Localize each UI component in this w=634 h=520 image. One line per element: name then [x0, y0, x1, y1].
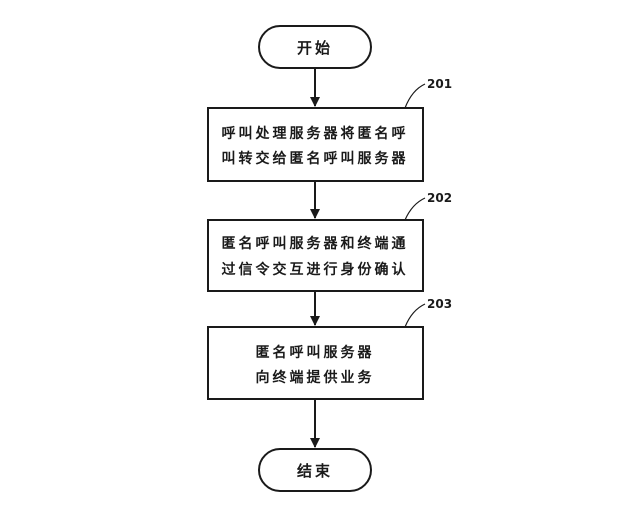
step-202-box	[207, 219, 424, 292]
step-203-line-2: 向终端提供业务	[256, 369, 375, 386]
step-202-number: 202	[427, 191, 452, 205]
step-201-leader	[404, 83, 426, 109]
step-201-number: 201	[427, 77, 452, 91]
step-201: 呼叫处理服务器将匿名呼 叫转交给匿名呼叫服务器 201	[207, 77, 452, 182]
step-202-leader	[404, 197, 426, 221]
step-201-line-2: 叫转交给匿名呼叫服务器	[222, 150, 409, 167]
start-label: 开始	[297, 39, 333, 57]
step-203-box	[207, 326, 424, 400]
start-node: 开始	[258, 25, 372, 69]
step-202-line-2: 过信令交互进行身份确认	[222, 261, 409, 278]
step-202-line-1: 匿名呼叫服务器和终端通	[222, 235, 409, 252]
step-203: 匿名呼叫服务器 向终端提供业务 203	[207, 297, 452, 400]
step-203-number: 203	[427, 297, 452, 311]
end-shape	[258, 448, 372, 492]
end-node: 结束	[258, 448, 372, 492]
step-201-box	[207, 107, 424, 182]
step-201-line-1: 呼叫处理服务器将匿名呼	[222, 125, 409, 142]
step-203-line-1: 匿名呼叫服务器	[256, 344, 375, 361]
step-202: 匿名呼叫服务器和终端通 过信令交互进行身份确认 202	[207, 191, 452, 292]
end-label: 结束	[297, 462, 333, 480]
step-203-leader	[404, 303, 426, 328]
